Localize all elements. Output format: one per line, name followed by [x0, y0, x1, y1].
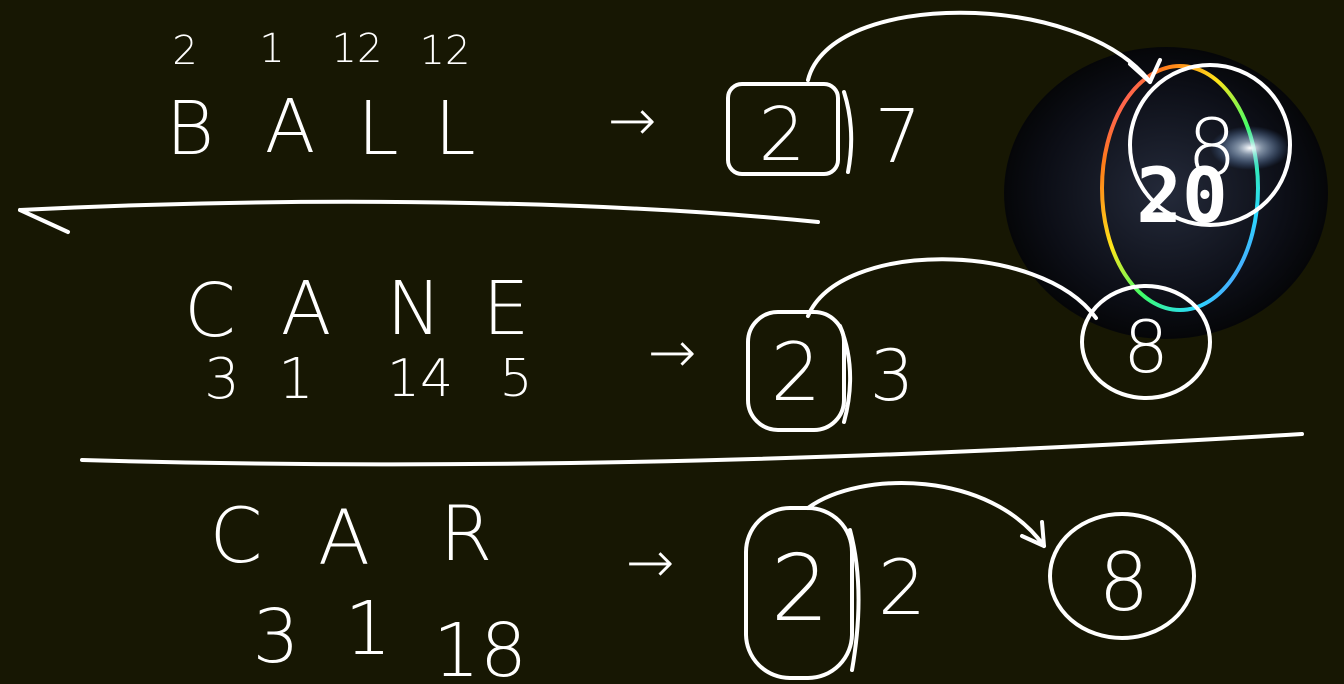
- separator-line: [80, 432, 1304, 467]
- letter-number: 5: [499, 349, 532, 409]
- separator-line: [18, 199, 820, 224]
- arrow: →: [648, 318, 697, 386]
- letter-number: 12: [420, 28, 471, 74]
- carry-arrowhead: [1128, 58, 1162, 84]
- word-letter: N: [386, 266, 441, 352]
- timer-ring: [1100, 64, 1260, 312]
- light-flare: [1210, 126, 1290, 170]
- carry-arc: [806, 257, 1098, 320]
- row-cane: C A N E 3 1 14 5 → 2 3 8: [184, 257, 1212, 432]
- letter-number: 18: [433, 608, 527, 684]
- row-car: C A R 3 1 18 → 2 2 8: [209, 481, 1196, 684]
- arrow: →: [608, 86, 657, 154]
- result-circle: [1048, 512, 1196, 640]
- letter-number: 1: [344, 586, 391, 672]
- divider-stroke: [848, 528, 861, 672]
- result-circle: [1128, 63, 1292, 227]
- divider-stroke: [842, 90, 854, 174]
- word-letter: A: [318, 493, 370, 582]
- trailing-digit: 3: [870, 335, 915, 417]
- boxed-digit: 2: [771, 535, 830, 642]
- letter-number: 14: [387, 349, 453, 409]
- letter-number: 3: [204, 347, 240, 412]
- boxed-digit: 2: [758, 92, 805, 178]
- boxed-digit-frame: [744, 506, 854, 680]
- circled-result: 8: [1187, 104, 1237, 194]
- divider-stroke: [838, 324, 853, 424]
- letter-number: 1: [278, 347, 314, 412]
- word-letter: B: [166, 86, 214, 172]
- boxed-digit-frame: [746, 310, 846, 432]
- word-letter: C: [184, 268, 236, 354]
- boxed-digit-frame: [726, 82, 840, 176]
- carry-arc: [806, 481, 1046, 548]
- word-letter: R: [440, 489, 493, 578]
- result-circle: [1080, 284, 1212, 400]
- separator-tail: [18, 208, 70, 234]
- word-letter: L: [357, 86, 398, 172]
- letter-number: 2: [172, 28, 197, 74]
- trailing-digit: 2: [878, 543, 926, 632]
- arrow: →: [626, 528, 675, 596]
- word-letter: C: [209, 491, 262, 580]
- letter-number: 1: [259, 26, 284, 72]
- word-letter: E: [483, 266, 530, 352]
- letter-number: 3: [252, 594, 299, 680]
- trailing-digit: 7: [874, 94, 921, 180]
- countdown-timer: 20: [1004, 47, 1328, 339]
- word-letter: A: [281, 266, 332, 352]
- word-letter: A: [265, 84, 316, 170]
- carry-arc: [806, 10, 1152, 84]
- timer-backdrop: [1004, 47, 1328, 339]
- circled-result: 8: [1123, 305, 1169, 389]
- circled-result: 8: [1099, 536, 1150, 629]
- boxed-digit: 2: [771, 326, 822, 419]
- row-ball: 2 1 12 12 B A L L → 2 7 8: [166, 10, 1292, 227]
- carry-arrowhead: [1020, 520, 1046, 548]
- word-letter: L: [434, 86, 475, 172]
- letter-number: 12: [332, 26, 383, 72]
